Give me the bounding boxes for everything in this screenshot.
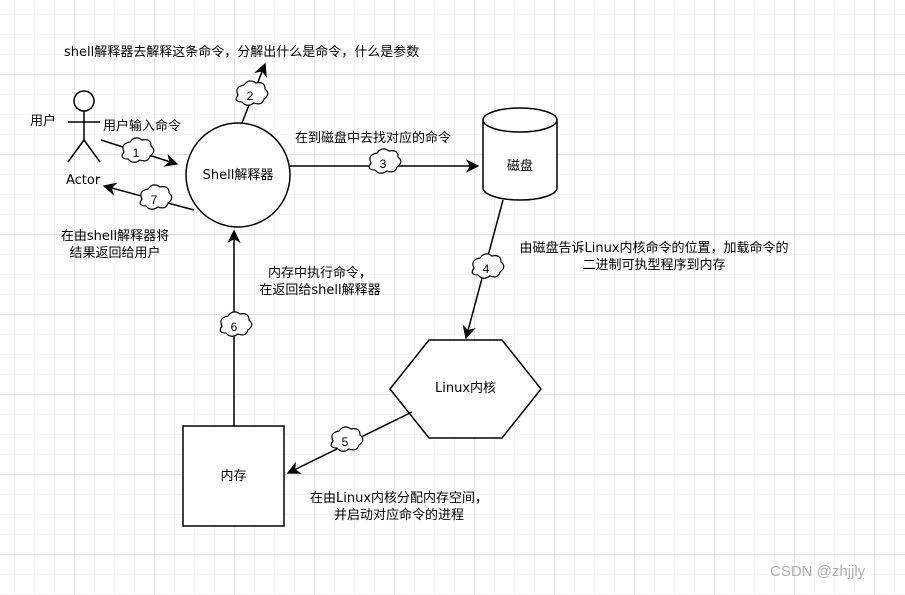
- edge-3-label: 在到磁盘中去找对应的命令: [295, 131, 452, 146]
- watermark: CSDN @zhjjly: [770, 563, 866, 580]
- edge-4-label-line2: 二进制可执型程序到内存: [582, 258, 726, 273]
- step-number-4: 4: [483, 262, 490, 276]
- memory-label: 内存: [220, 469, 247, 484]
- kernel-label: Linux内核: [434, 381, 497, 396]
- edge-1-label: 用户输入命令: [103, 119, 182, 134]
- edge-7-label-line2: 结果返回给用户: [69, 246, 161, 261]
- edge-6-label-line1: 内存中执行命令，: [267, 266, 372, 281]
- step-number-2: 2: [247, 89, 254, 103]
- edge-5-label-line2: 并启动对应命令的进程: [333, 508, 464, 523]
- step-marker-3: 3: [368, 148, 402, 174]
- step-number-6: 6: [231, 320, 238, 334]
- user-label: 用户: [30, 114, 57, 129]
- step-marker-2: 2: [235, 80, 269, 106]
- shell-label: Shell解释器: [202, 168, 274, 183]
- step-marker-4: 4: [471, 253, 505, 279]
- disk-node: [482, 107, 558, 201]
- step-marker-1: 1: [121, 137, 155, 163]
- edge-6-label-line2: 在返回给shell解释器: [259, 283, 381, 298]
- edge-5-label-line1: 在由Linux内核分配内存空间，: [309, 491, 489, 506]
- edge-4-label-line1: 由磁盘告诉Linux内核命令的位置，加载命令的: [519, 241, 789, 256]
- memory-node: [182, 425, 285, 527]
- actor-figure: [67, 90, 101, 163]
- step-number-3: 3: [380, 157, 387, 171]
- kernel-node: [389, 339, 542, 439]
- disk-label: 磁盘: [506, 159, 533, 174]
- step-marker-6: 6: [219, 311, 253, 337]
- edge-2-label: shell解释器去解释这条命令，分解出什么是命令，什么是参数: [64, 45, 420, 60]
- step-number-7: 7: [151, 193, 158, 207]
- step-number-1: 1: [133, 146, 140, 160]
- edge-7-label-line1: 在由shell解释器将: [60, 229, 170, 244]
- step-number-5: 5: [342, 435, 349, 449]
- edge-4-label: 由磁盘告诉Linux内核命令的位置，加载命令的 二进制可执型程序到内存: [494, 240, 814, 274]
- step-marker-7: 7: [139, 184, 173, 210]
- edge-6-label: 内存中执行命令， 在返回给shell解释器: [247, 265, 393, 299]
- step-marker-5: 5: [330, 426, 364, 452]
- shell-node: [185, 122, 291, 228]
- edge-5-label: 在由Linux内核分配内存空间， 并启动对应命令的进程: [296, 490, 502, 524]
- edge-7-label: 在由shell解释器将 结果返回给用户: [50, 228, 180, 262]
- actor-label: Actor: [66, 173, 101, 188]
